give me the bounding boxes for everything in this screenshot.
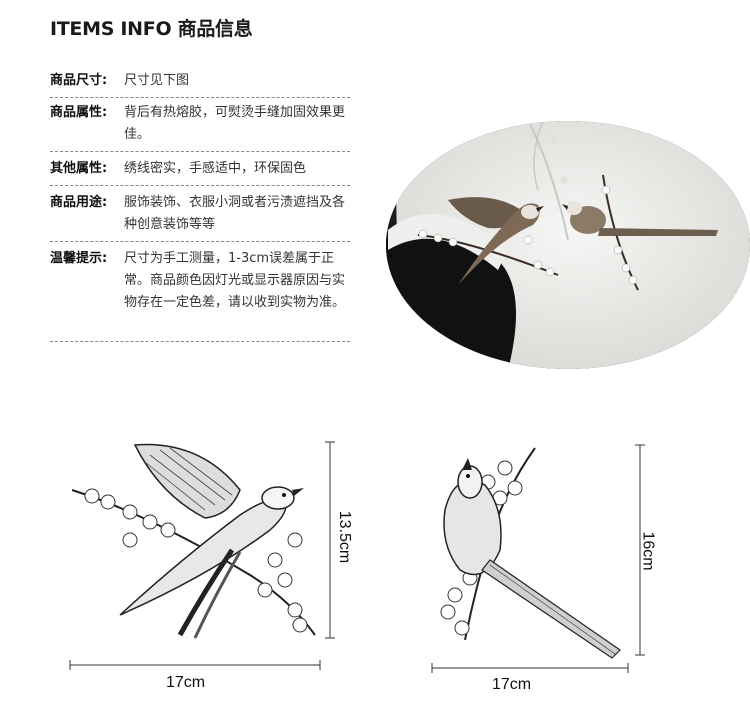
info-value: 服饰装饰、衣服小洞或者污渍遮挡及各种创意装饰等等 xyxy=(124,195,346,232)
info-value: 尺寸见下图 xyxy=(124,73,190,88)
info-label: 商品属性: xyxy=(50,105,108,120)
info-label: 其他属性: xyxy=(50,161,108,176)
info-row-other: 其他属性: 绣线密实，手感适中，环保固色 xyxy=(50,154,350,186)
info-value: 绣线密实，手感适中，环保固色 xyxy=(124,161,307,176)
left-width-label: 17cm xyxy=(166,674,206,691)
info-label: 商品尺寸: xyxy=(50,73,108,88)
info-label: 商品用途: xyxy=(50,195,108,210)
product-info-list: 商品尺寸: 尺寸见下图 商品属性: 背后有热熔胶，可熨烫手缝加固效果更佳。 其他… xyxy=(50,66,350,342)
embroidered-bird-right xyxy=(562,201,718,236)
bird-patch-right-illustration xyxy=(440,447,621,659)
right-height-label: 16cm xyxy=(639,531,657,571)
info-value: 尺寸为手工测量，1-3cm误差属于正常。商品颜色因灯光或显示器原因与实物存在一定… xyxy=(124,251,346,310)
size-diagram-graphic xyxy=(69,441,645,673)
info-value: 背后有热熔胶，可熨烫手缝加固效果更佳。 xyxy=(124,105,346,142)
info-row-size: 商品尺寸: 尺寸见下图 xyxy=(50,66,350,98)
info-row-attributes: 商品属性: 背后有热熔胶，可熨烫手缝加固效果更佳。 xyxy=(50,98,350,152)
size-diagram: 17cm 13.5cm 17cm 16cm xyxy=(0,400,750,713)
bird-patch-left-illustration xyxy=(71,443,316,639)
info-label: 温馨提示: xyxy=(50,251,108,266)
shirt-photo-image xyxy=(386,121,750,369)
product-photo xyxy=(378,120,750,370)
info-row-notice: 温馨提示: 尺寸为手工测量，1-3cm误差属于正常。商品颜色因灯光或显示器原因与… xyxy=(50,244,350,342)
right-width-label: 17cm xyxy=(492,676,532,693)
left-height-label: 13.5cm xyxy=(336,510,354,564)
section-title: ITEMS INFO 商品信息 xyxy=(50,18,253,40)
embroidered-bird-left xyxy=(448,197,544,285)
info-row-usage: 商品用途: 服饰装饰、衣服小洞或者污渍遮挡及各种创意装饰等等 xyxy=(50,188,350,242)
